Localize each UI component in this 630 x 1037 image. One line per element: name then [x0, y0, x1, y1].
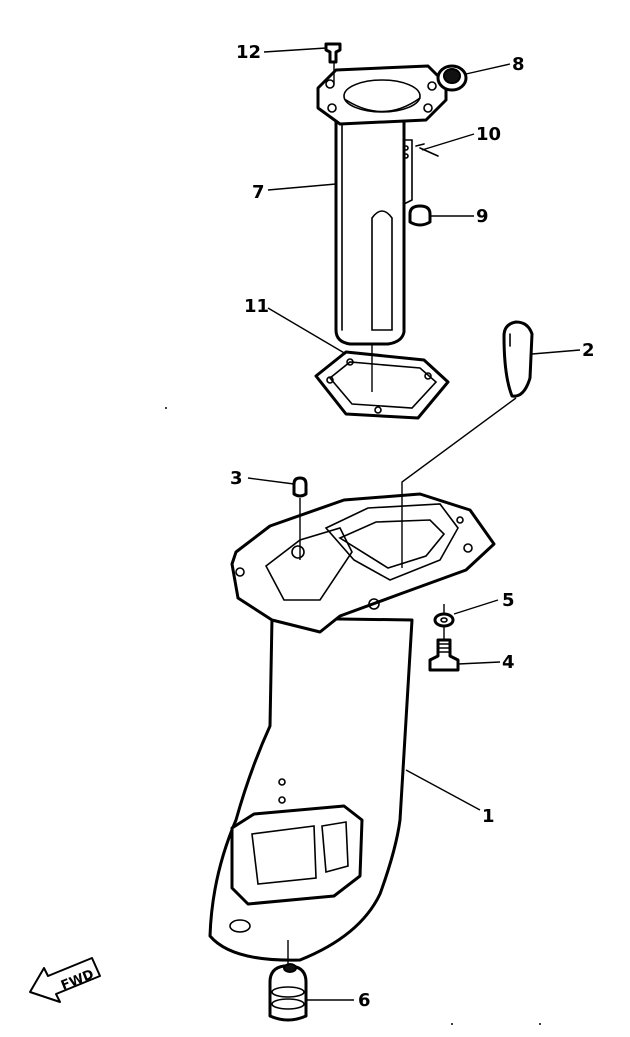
part-9-bushing — [408, 204, 432, 227]
leader-lines — [247, 47, 581, 1001]
part-8-grommet — [436, 64, 468, 92]
part-3-pin — [292, 476, 308, 498]
callout-labels: 12 8 10 7 9 11 2 3 5 4 1 6 — [230, 42, 595, 1011]
callout-8: 8 — [512, 54, 525, 75]
part-7-tube — [316, 64, 448, 346]
callout-5: 5 — [502, 590, 515, 611]
scan-specks — [165, 407, 541, 1025]
callout-7: 7 — [252, 182, 265, 203]
callout-4: 4 — [502, 652, 515, 673]
callout-1: 1 — [482, 806, 495, 827]
part-6-mount — [268, 963, 308, 1022]
part-5-washer — [433, 612, 455, 628]
part-12-screw — [324, 42, 342, 64]
callout-12: 12 — [236, 42, 261, 63]
callout-9: 9 — [476, 206, 489, 227]
part-1-housing — [208, 492, 496, 962]
callout-11: 11 — [244, 296, 269, 317]
fwd-arrow-icon: FWD — [29, 957, 101, 1003]
callout-3: 3 — [230, 468, 243, 489]
callout-6: 6 — [358, 990, 371, 1011]
callout-2: 2 — [582, 340, 595, 361]
part-11-gasket — [314, 350, 450, 420]
callout-10: 10 — [476, 124, 501, 145]
part-4-bolt — [428, 638, 460, 672]
assembly-guide-lines — [287, 62, 517, 966]
part-2-cover — [502, 320, 534, 398]
